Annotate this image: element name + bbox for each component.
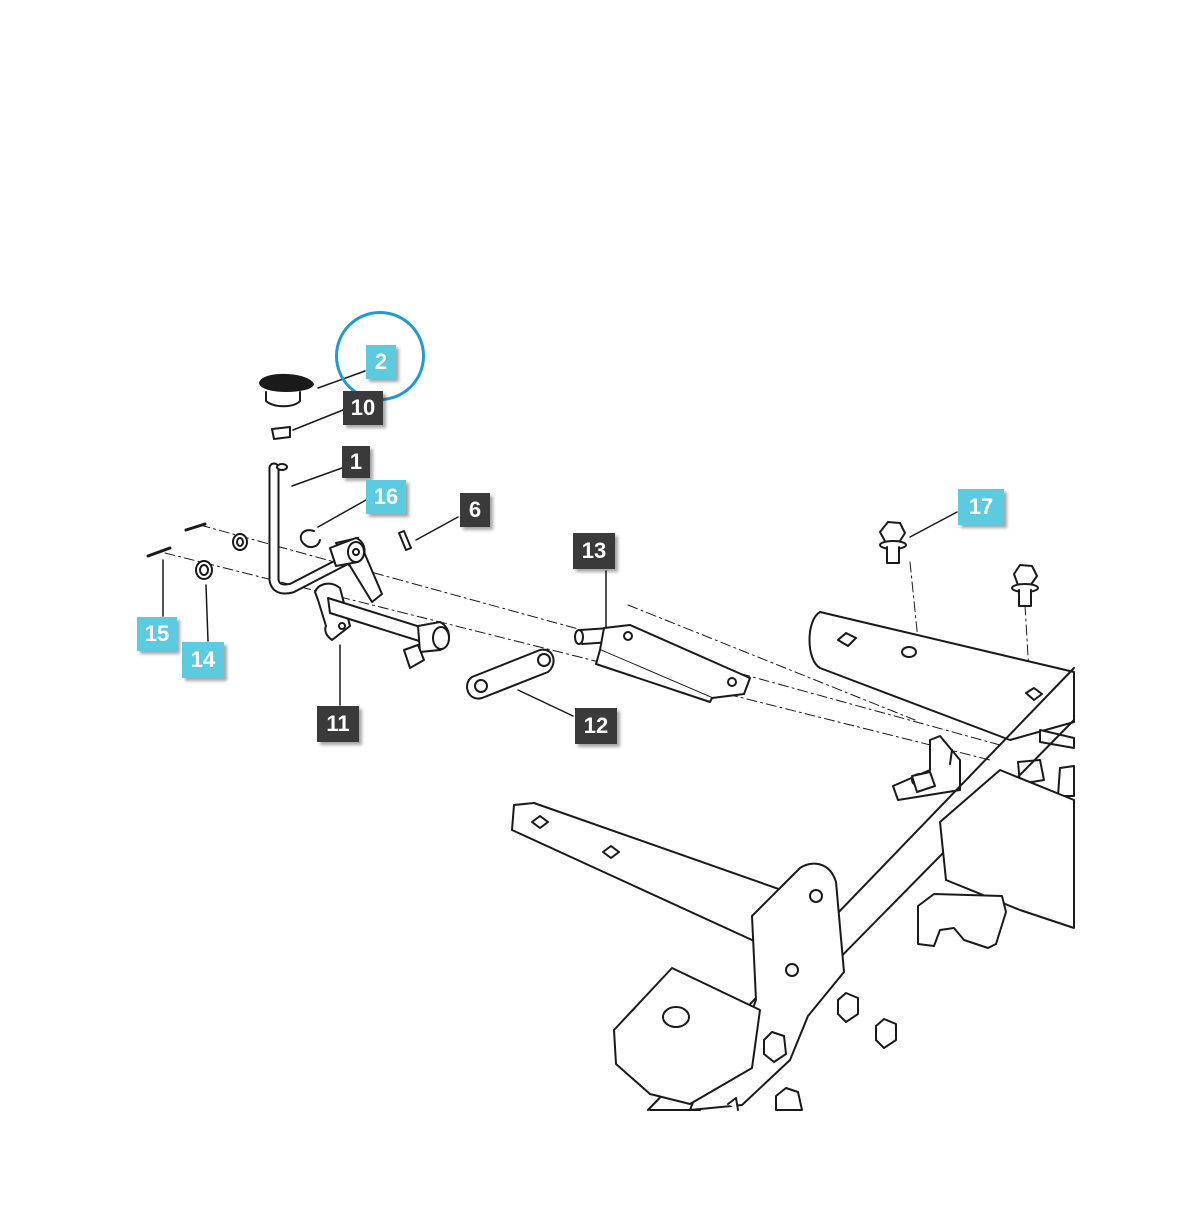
pivot-shaft-part-11: [314, 537, 450, 669]
bolts-part-17: [879, 521, 1039, 607]
leader-lines: [162, 370, 958, 717]
sleeve-part-10: [271, 426, 291, 440]
callout-17[interactable]: 17: [958, 489, 1004, 525]
callout-10[interactable]: 10: [343, 391, 383, 425]
cotter-pins-part-15: [146, 522, 207, 558]
callout-16[interactable]: 16: [366, 480, 406, 514]
callout-14[interactable]: 14: [182, 642, 224, 678]
callout-15[interactable]: 15: [137, 617, 177, 651]
bracket-part-13: [574, 624, 751, 703]
callout-11[interactable]: 11: [317, 706, 359, 742]
link-plate-part-12: [466, 648, 555, 700]
lever-part-1: [268, 462, 352, 595]
callout-12[interactable]: 12: [575, 708, 617, 744]
callout-1[interactable]: 1: [342, 446, 370, 478]
e-clip-part-16: [299, 529, 321, 549]
washers-part-14: [195, 533, 248, 580]
callout-2[interactable]: 2: [366, 345, 396, 379]
knob-part-2: [259, 373, 314, 408]
pin-part-6: [398, 530, 412, 551]
callout-13[interactable]: 13: [573, 533, 615, 569]
callout-6[interactable]: 6: [460, 493, 490, 527]
tractor-frame: [511, 611, 1075, 1111]
